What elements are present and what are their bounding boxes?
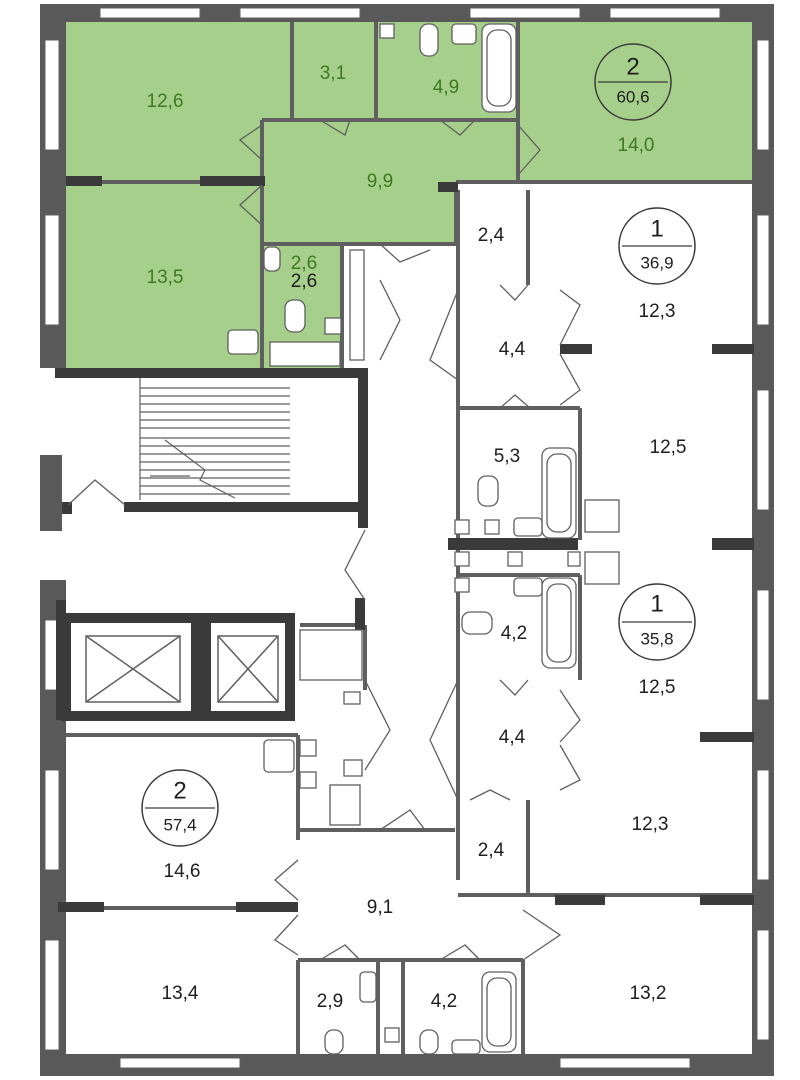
room-area-label: 5,3 — [494, 446, 520, 467]
room-area-label: 12,3 — [639, 301, 676, 322]
room-area-label: 4,4 — [499, 339, 526, 360]
room-area-label: 12,5 — [639, 677, 676, 698]
apartment-rooms: 1 — [650, 590, 663, 617]
elevator-shafts — [61, 613, 295, 721]
apartment-badge: 1 35,8 — [618, 583, 696, 661]
room-area-label: 4,2 — [501, 623, 527, 644]
room-area-label: 3,1 — [320, 63, 346, 84]
room-area-label: 2,9 — [317, 991, 343, 1012]
room-labels: 12,6 3,1 4,9 14,0 9,9 13,5 2,6 2,6 2,4 1… — [147, 63, 687, 1012]
apartment-area: 57,4 — [163, 815, 196, 834]
room-area-label: 13,2 — [630, 983, 667, 1004]
room-area-label: 4,2 — [431, 991, 457, 1012]
apartment-area: 60,6 — [616, 87, 649, 106]
sanitary-fixtures — [227, 23, 620, 1055]
room-area-label: 13,5 — [147, 267, 184, 288]
room-area-label: 4,4 — [499, 727, 526, 748]
apartment-rooms: 1 — [650, 215, 663, 242]
room-area-label: 12,6 — [147, 91, 184, 112]
room-area-label: 2,6 — [291, 253, 317, 274]
room-area-label: 9,1 — [367, 897, 393, 918]
room-area-label: 12,5 — [650, 437, 687, 458]
room-area-label: 2,6 — [291, 271, 317, 292]
apartment-area: 36,9 — [640, 253, 673, 272]
windows — [44, 7, 770, 1069]
apartment-badge: 2 60,6 — [594, 43, 672, 121]
apartment-rooms: 2 — [626, 53, 639, 80]
room-area-label: 4,9 — [433, 77, 459, 98]
room-area-label: 2,4 — [478, 225, 505, 246]
room-area-label: 14,6 — [164, 861, 201, 882]
apartment-badge: 2 57,4 — [141, 769, 219, 847]
door-swings — [67, 119, 581, 961]
room-area-label: 13,4 — [162, 983, 199, 1004]
room-area-label: 9,9 — [367, 171, 393, 192]
room-area-label: 12,3 — [632, 814, 669, 835]
apartment-badges: 2 60,6 1 36,9 1 35,8 2 57,4 — [141, 43, 696, 847]
apartment-badge: 1 36,9 — [618, 207, 696, 285]
staircase — [139, 378, 290, 500]
apartment-rooms: 2 — [173, 777, 186, 804]
apartment-area: 35,8 — [640, 629, 673, 648]
room-area-label: 2,4 — [478, 840, 505, 861]
room-area-label: 14,0 — [618, 135, 655, 156]
